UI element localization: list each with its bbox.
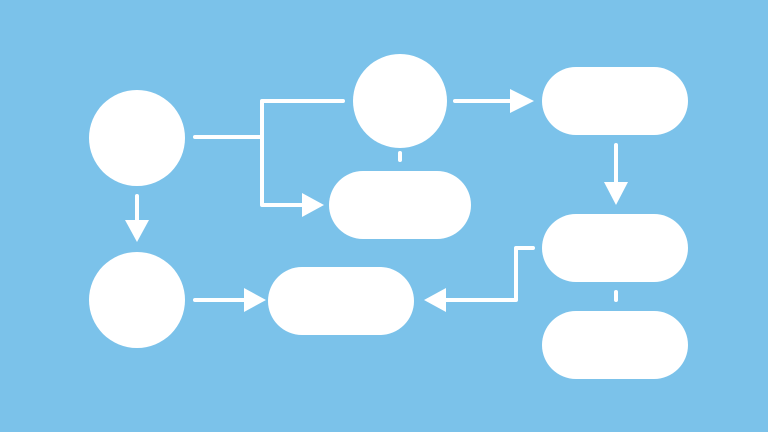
node-pill-middle-right [542, 214, 688, 282]
node-pill-center-middle [329, 171, 471, 239]
node-circle-top-left [89, 90, 185, 186]
edge-branch-to-circle-top-center [260, 99, 345, 139]
edge-pill-middle-right-to-pill-bottom-center [440, 246, 535, 302]
arrowhead-right-center [302, 193, 324, 217]
nodes [89, 54, 688, 379]
node-circle-bottom-left [89, 252, 185, 348]
arrowhead-down-left [125, 220, 149, 242]
connectors [135, 99, 618, 302]
node-pill-bottom-center [268, 267, 414, 335]
arrowhead-right-top [510, 89, 534, 113]
arrowheads [125, 89, 628, 312]
node-pill-top-right [542, 67, 688, 135]
edge-branch-to-pill-center-middle [260, 135, 308, 207]
arrowhead-down-right [604, 182, 628, 205]
arrowhead-left-bottom-center [424, 288, 446, 312]
arrowhead-right-bottom-left [244, 288, 266, 312]
node-circle-top-center [353, 54, 447, 148]
node-pill-bottom-right [542, 311, 688, 379]
